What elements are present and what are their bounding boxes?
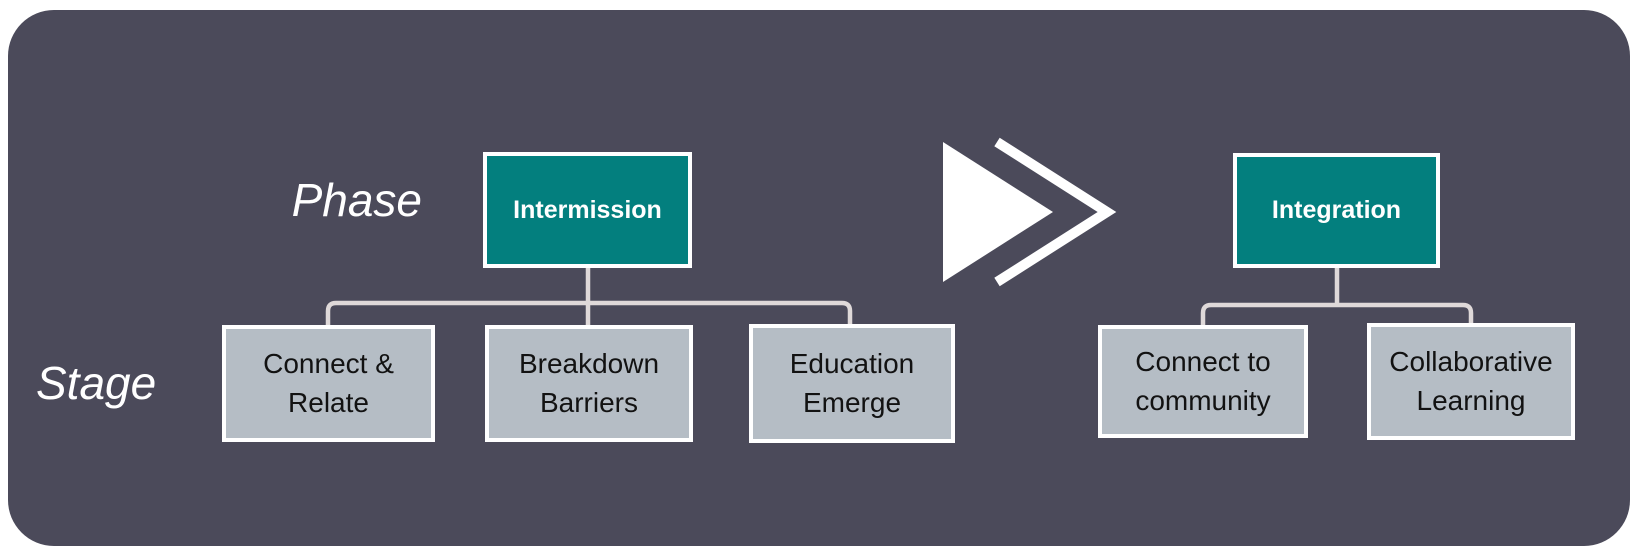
diagram-background-panel (8, 10, 1630, 546)
stage-box-label-line: community (1135, 384, 1271, 416)
stage-box-label-line: Breakdown (518, 347, 660, 379)
phase-box-intermission: Intermission (483, 152, 692, 268)
stage-box-label-line: Connect to (1135, 345, 1271, 377)
stage-box-label-line: Learning (1416, 384, 1526, 416)
stage-row-label: Stage (36, 357, 157, 409)
phase-box-integration: Integration (1233, 153, 1440, 268)
phase-row-label: Phase (291, 174, 422, 226)
stage-box-education-emerge: Education Emerge (749, 324, 955, 443)
stage-box-label-line: Emerge (802, 386, 902, 418)
phase-box-label: Intermission (513, 195, 662, 224)
stage-box-connect-relate: Connect & Relate (222, 325, 435, 442)
stage-box-breakdown-barriers: Breakdown Barriers (485, 325, 693, 442)
stage-box-collaborative-learning: Collaborative Learning (1367, 323, 1575, 440)
stage-box-label-line: Connect & (263, 347, 394, 379)
stage-box-label-line: Collaborative (1389, 345, 1553, 377)
stage-box-label-line: Relate (288, 386, 369, 418)
stage-box-label-line: Education (789, 347, 915, 379)
phase-box-label: Integration (1271, 196, 1402, 224)
stage-box-connect-to-community: Connect to community (1098, 325, 1308, 438)
stage-box-label-line: Barriers (539, 386, 638, 418)
